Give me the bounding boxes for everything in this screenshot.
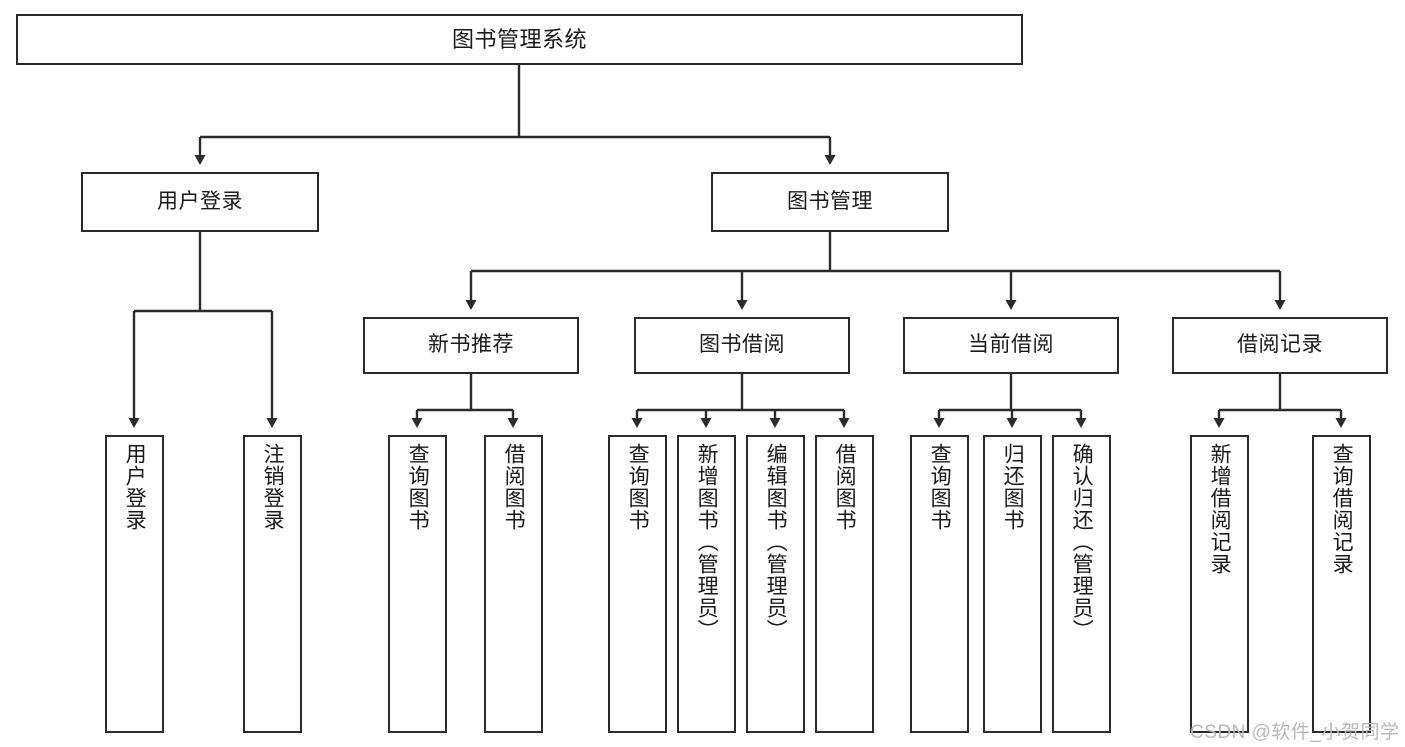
leaf-add-book-label: 新增图书（管理员） [695, 443, 719, 641]
node-current-borrow-label: 当前借阅 [968, 333, 1054, 357]
node-root[interactable]: 图书管理系统 [16, 14, 1023, 65]
leaf-user-login[interactable]: 用户登录 [105, 435, 164, 733]
leaf-query-book-3-label: 查询图书 [928, 443, 952, 531]
leaf-add-borrow-record[interactable]: 新增借阅记录 [1190, 435, 1249, 733]
csdn-watermark: CSDN @软件_小贺同学 [1190, 722, 1400, 743]
leaf-return-book-label: 归还图书 [1001, 443, 1025, 531]
leaf-borrow-book-2[interactable]: 借阅图书 [815, 435, 874, 733]
leaf-user-logout-label: 注销登录 [261, 443, 285, 531]
leaf-query-book-3[interactable]: 查询图书 [910, 435, 969, 733]
node-borrow-record-label: 借阅记录 [1237, 333, 1323, 357]
node-book-borrow[interactable]: 图书借阅 [634, 317, 850, 374]
node-book-borrow-label: 图书借阅 [699, 333, 785, 357]
leaf-edit-book-label: 编辑图书（管理员） [764, 443, 788, 641]
leaf-borrow-book-1-label: 借阅图书 [502, 443, 526, 531]
leaf-query-book-1-label: 查询图书 [406, 443, 430, 531]
leaf-query-book-2[interactable]: 查询图书 [608, 435, 667, 733]
leaf-confirm-return[interactable]: 确认归还（管理员） [1052, 435, 1111, 733]
node-borrow-record[interactable]: 借阅记录 [1172, 317, 1388, 374]
node-new-book-recommendation[interactable]: 新书推荐 [363, 317, 579, 374]
node-book-management-label: 图书管理 [787, 189, 873, 213]
leaf-add-book[interactable]: 新增图书（管理员） [677, 435, 736, 733]
leaf-user-logout[interactable]: 注销登录 [243, 435, 302, 733]
node-user-login-label: 用户登录 [157, 189, 243, 213]
leaf-query-book-2-label: 查询图书 [626, 443, 650, 531]
leaf-query-borrow-record-label: 查询借阅记录 [1330, 443, 1354, 575]
node-user-login[interactable]: 用户登录 [81, 172, 319, 232]
node-root-label: 图书管理系统 [451, 26, 587, 52]
leaf-borrow-book-2-label: 借阅图书 [833, 443, 857, 531]
node-new-book-recommendation-label: 新书推荐 [428, 333, 514, 357]
leaf-query-book-1[interactable]: 查询图书 [388, 435, 447, 733]
leaf-query-borrow-record[interactable]: 查询借阅记录 [1312, 435, 1371, 733]
leaf-return-book[interactable]: 归还图书 [983, 435, 1042, 733]
node-book-management[interactable]: 图书管理 [711, 172, 949, 232]
leaf-add-borrow-record-label: 新增借阅记录 [1208, 443, 1232, 575]
node-current-borrow[interactable]: 当前借阅 [903, 317, 1119, 374]
leaf-edit-book[interactable]: 编辑图书（管理员） [746, 435, 805, 733]
leaf-borrow-book-1[interactable]: 借阅图书 [484, 435, 543, 733]
leaf-confirm-return-label: 确认归还（管理员） [1070, 443, 1094, 641]
leaf-user-login-label: 用户登录 [123, 443, 147, 531]
